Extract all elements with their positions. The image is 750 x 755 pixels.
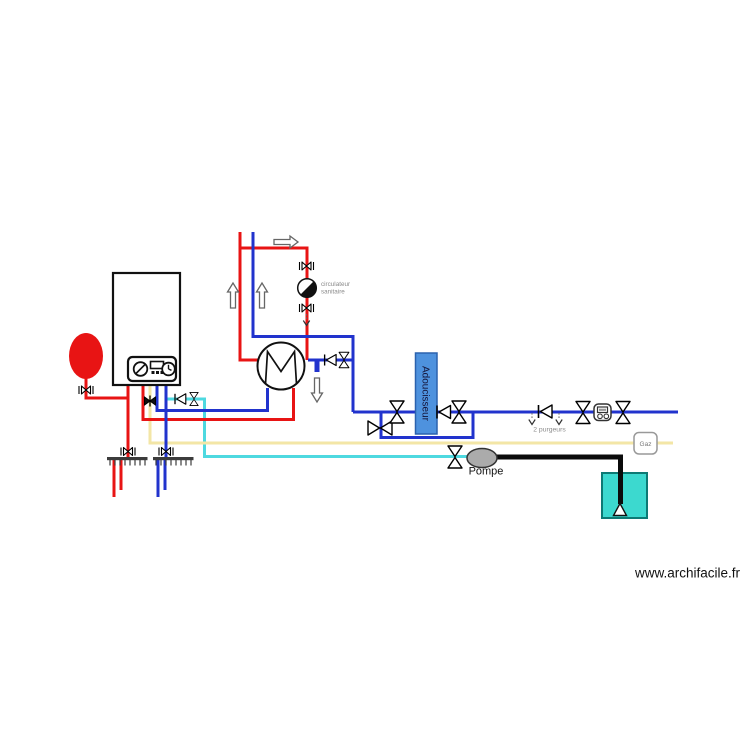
- water-softener-icon[interactable]: Adoucisseur: [414, 352, 438, 435]
- boiler-knob-mark: [135, 363, 147, 375]
- gas-box-label: Gaz: [640, 441, 652, 448]
- flow-arrows: [226, 234, 324, 404]
- water-meter-icon[interactable]: [593, 403, 612, 422]
- flow-arrow-up-icon[interactable]: [255, 281, 269, 309]
- pipe-heating-flow-riser[interactable]: [238, 232, 259, 362]
- cold-manifold-icon[interactable]: [153, 457, 194, 466]
- pipe-sanitary-loop[interactable]: [240, 246, 309, 360]
- pump-label: Pompe: [469, 466, 504, 478]
- expansion-vessel-icon[interactable]: [69, 333, 103, 379]
- pipe-boiler-to-exchanger-cold[interactable]: [155, 385, 269, 412]
- boiler-clock-hands: [167, 364, 172, 371]
- circulator-label-line2: sanitaire: [321, 289, 345, 296]
- labels: circulateur sanitaire 2 purgeurs Pompe: [321, 281, 566, 478]
- gas-connection-box-icon[interactable]: Gaz: [633, 431, 658, 455]
- pipe-expansion-vessel[interactable]: [84, 374, 130, 400]
- flow-arrow-up-icon[interactable]: [226, 281, 240, 309]
- pipe-softener-bypass[interactable]: [379, 412, 475, 439]
- circulator-label-line1: circulateur: [321, 281, 350, 288]
- circulator-pump-icon[interactable]: [296, 277, 318, 299]
- pipe-hot-manifold-drops[interactable]: [112, 459, 123, 497]
- softener-label: Adoucisseur: [420, 366, 431, 422]
- foot-valve-icon[interactable]: [612, 502, 628, 517]
- pipe-heating-return[interactable]: [251, 232, 355, 412]
- boiler-icon[interactable]: [111, 271, 182, 387]
- watermark: www.archifacile.fr: [634, 566, 741, 581]
- flow-arrow-right-icon[interactable]: [273, 234, 300, 250]
- bleeders-label: 2 purgeurs: [533, 427, 566, 434]
- boiler-button[interactable]: [156, 371, 159, 374]
- hot-manifold-icon[interactable]: [107, 457, 148, 466]
- boiler-button[interactable]: [151, 371, 155, 374]
- flow-arrow-down-icon[interactable]: [310, 377, 324, 404]
- transfer-pump-icon[interactable]: [466, 447, 498, 469]
- boiler-button[interactable]: [160, 371, 164, 374]
- pipe-cold-manifold-drops[interactable]: [156, 459, 167, 497]
- heat-exchanger-icon[interactable]: [256, 341, 306, 391]
- pipe-boiler-to-exchanger-hot[interactable]: [141, 385, 295, 421]
